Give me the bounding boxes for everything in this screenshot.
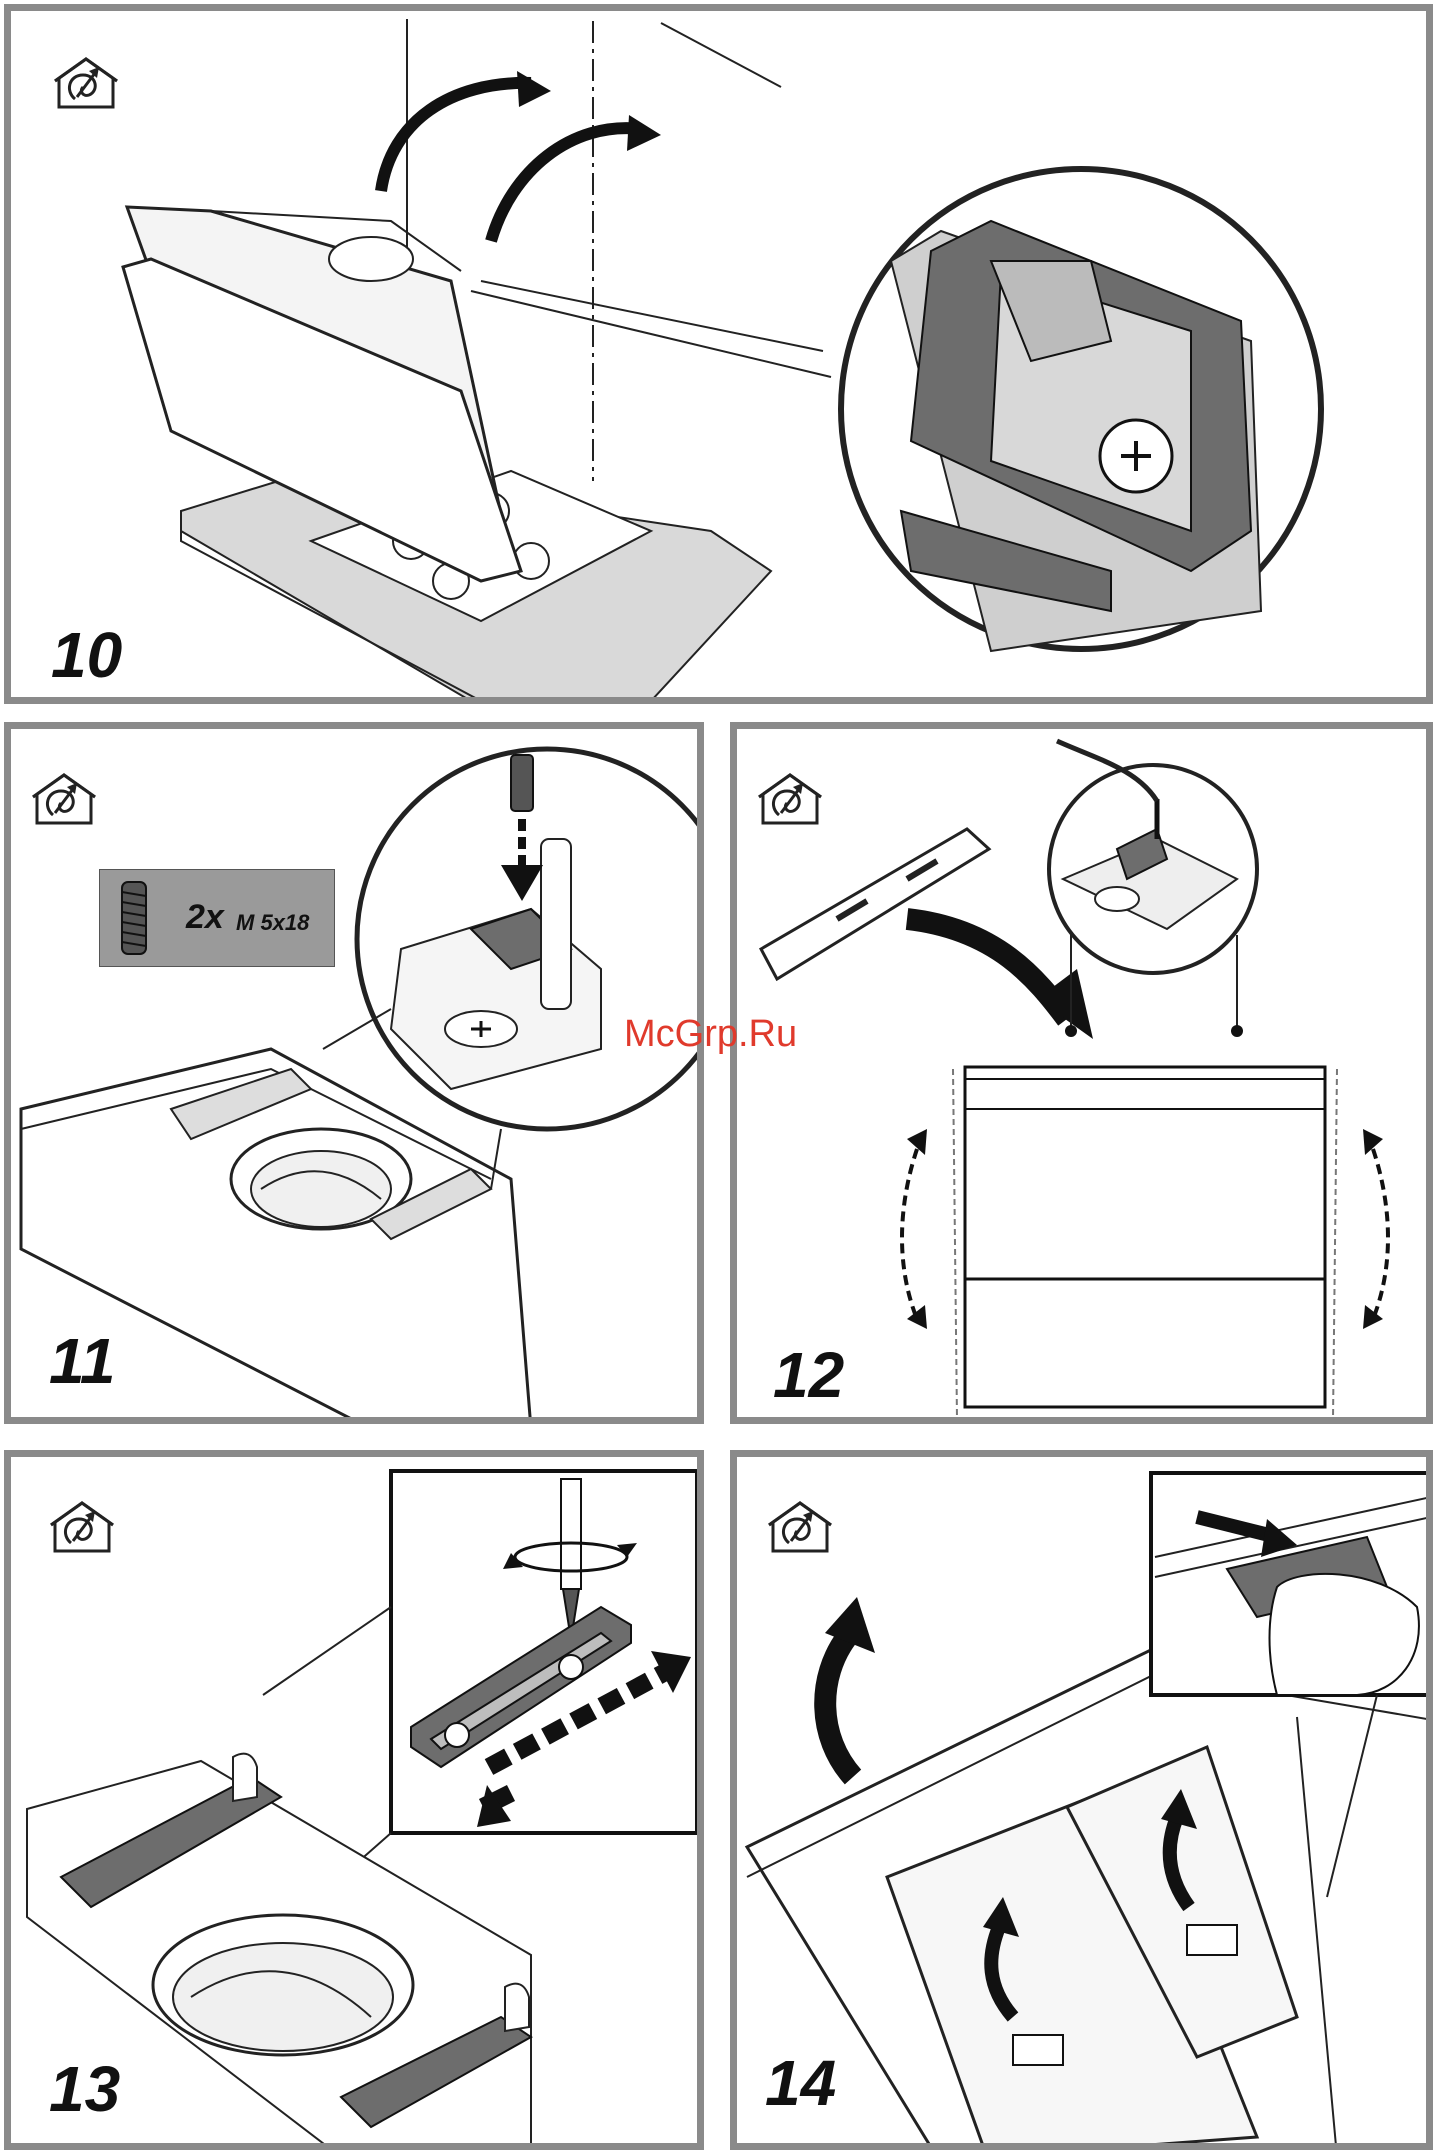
step-13-panel: 13 xyxy=(4,1450,704,2150)
step-number: 11 xyxy=(49,1329,115,1393)
step-number: 10 xyxy=(51,623,122,687)
step-14-illustration xyxy=(737,1457,1433,2150)
step-10-panel: 10 xyxy=(4,4,1433,704)
step-12-panel: 12 xyxy=(730,722,1433,1424)
step-13-illustration xyxy=(11,1457,704,2150)
step-11-panel: 2x M 5x18 11 xyxy=(4,722,704,1424)
watermark: McGrp.Ru xyxy=(624,1013,797,1056)
step-11-illustration xyxy=(11,729,704,1424)
step-number: 12 xyxy=(773,1343,844,1407)
step-14-panel: 14 xyxy=(730,1450,1433,2150)
step-10-illustration xyxy=(11,11,1433,704)
step-number: 14 xyxy=(765,2051,836,2115)
step-12-illustration xyxy=(737,729,1433,1424)
step-number: 13 xyxy=(49,2057,120,2121)
